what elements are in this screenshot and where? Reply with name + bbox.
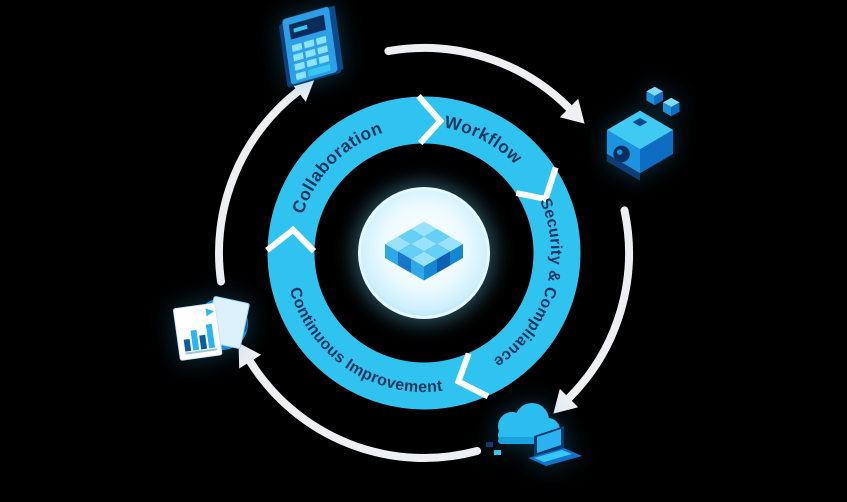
cube-base (606, 153, 640, 181)
calculator-side (328, 5, 344, 71)
calculator-icon (279, 5, 344, 88)
arrowhead-left-icon (238, 342, 262, 369)
chart-axis (185, 348, 218, 355)
outer-arrowheads (238, 77, 585, 414)
divider-upper-right (515, 166, 559, 203)
center-hub (352, 181, 496, 325)
segment-dividers (265, 94, 559, 400)
lens-highlight (617, 149, 623, 155)
modular-cube-icon (606, 86, 680, 181)
divider-left (265, 225, 317, 254)
bar-chart (183, 323, 218, 355)
code-marks (486, 442, 501, 455)
outer-cycle-arrows (215, 43, 633, 462)
outer-arc-top-right (384, 43, 573, 112)
arrowhead-right-icon (559, 98, 585, 124)
outer-arc-right (565, 206, 633, 402)
outer-arc-bottom (246, 357, 482, 462)
floating-cube (663, 97, 680, 117)
floating-cube (646, 86, 663, 106)
analytics-report-icon (173, 296, 250, 361)
cloud-laptop-icon (486, 403, 582, 466)
cube-right (640, 130, 674, 174)
divider-lower-right (454, 352, 490, 400)
cube-top (606, 110, 674, 150)
arrowhead-bottom-icon (553, 388, 579, 414)
calculator-keys (291, 35, 331, 81)
play-glyph (205, 308, 214, 317)
outer-arc-left (215, 87, 302, 286)
divider-top (416, 94, 445, 146)
laptop-screen (537, 429, 561, 453)
front-sheet (173, 302, 223, 361)
cycle-ring (267, 96, 581, 410)
cube-notch (632, 118, 648, 127)
laptop-keys (534, 450, 572, 462)
calculator-digits (293, 24, 308, 33)
